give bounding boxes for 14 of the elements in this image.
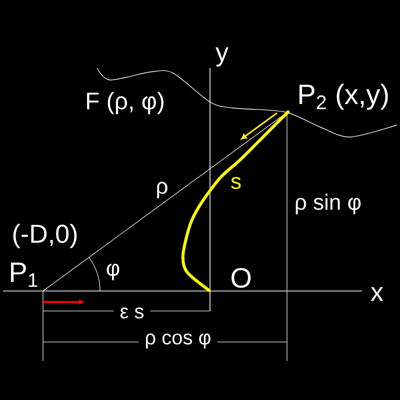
curve-label: F (ρ, φ) xyxy=(87,92,164,114)
edge-label: ρ xyxy=(157,182,168,198)
angle-label: φ xyxy=(106,264,120,280)
point-label: P$_{2}$ (x,y) xyxy=(300,84,388,110)
axis-label: x xyxy=(370,287,384,301)
dimension-label: ρ sin φ xyxy=(296,194,361,214)
edge-label: s xyxy=(231,177,241,190)
point-label: P$_{1}$ xyxy=(11,262,38,287)
dimension-label: ε s xyxy=(114,304,150,322)
curve xyxy=(181,110,290,292)
axis-label: y xyxy=(216,47,228,67)
origin-label: O xyxy=(232,268,251,288)
dimension-label: ρ cos φ xyxy=(138,330,218,352)
coordinate-label: (-D,0) xyxy=(13,224,77,248)
